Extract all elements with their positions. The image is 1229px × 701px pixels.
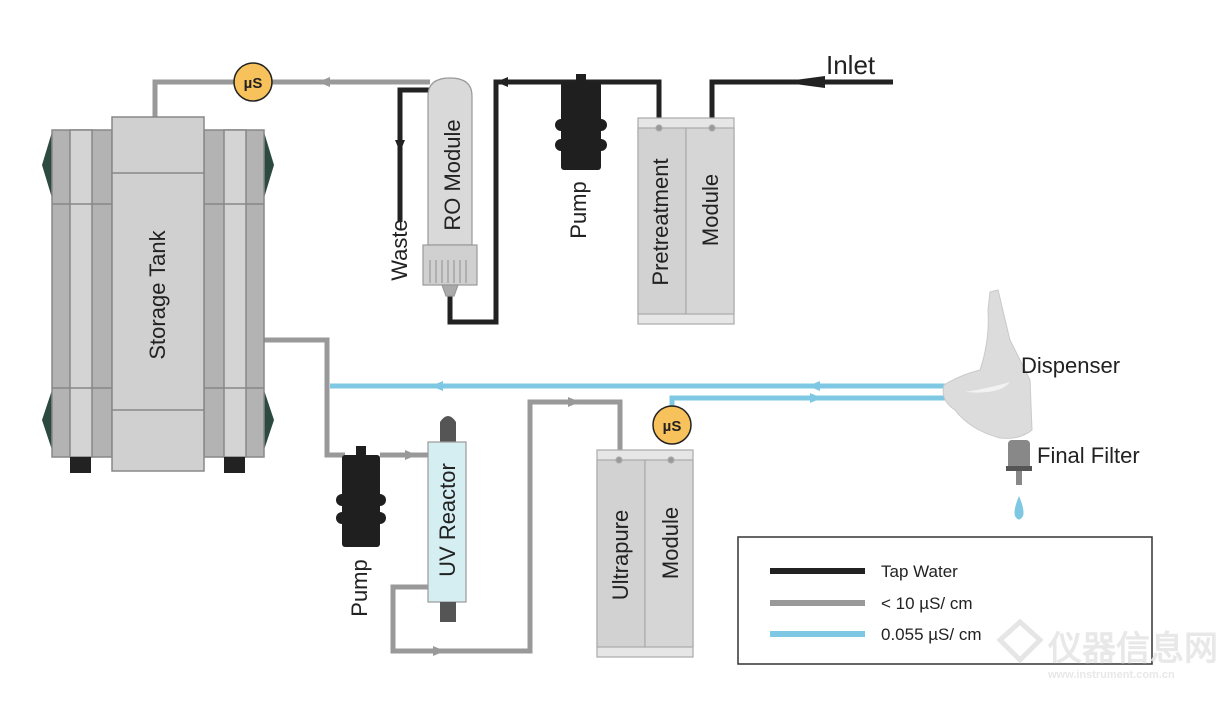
- inlet-label: Inlet: [826, 50, 876, 80]
- ultrapure-water-pipes: [330, 383, 945, 425]
- ro-module-label: RO Module: [440, 119, 465, 230]
- final-filter-label: Final Filter: [1037, 443, 1140, 468]
- arrow-icon: [496, 77, 508, 87]
- arrow-icon: [808, 381, 820, 391]
- tank-foot: [70, 457, 91, 473]
- ro-water-pipes: [152, 79, 623, 654]
- pretreat-to-ro-pipe: [447, 79, 662, 325]
- uv-reactor-label: UV Reactor: [435, 463, 460, 577]
- arrow-icon: [395, 140, 405, 152]
- ultrapure-module: [596, 449, 694, 658]
- arrow-icon: [810, 393, 822, 403]
- ro-to-tank-pipe: [152, 79, 430, 118]
- tank-to-pump-pipe: [264, 337, 345, 458]
- tank-handle-icon: [42, 390, 52, 450]
- legend-label-ultrapure-water: 0.055 µS/ cm: [881, 625, 982, 644]
- arrow-icon: [433, 646, 445, 656]
- tank-foot: [224, 457, 245, 473]
- pump-top-label: Pump: [566, 181, 591, 238]
- conductivity-meter: µS: [233, 62, 273, 102]
- tank-handle-icon: [264, 132, 274, 198]
- legend: Tap Water < 10 µS/ cm 0.055 µS/ cm: [737, 536, 1153, 665]
- ultrapure-to-dispenser-pipe: [669, 395, 945, 425]
- tank-handle-icon: [42, 132, 52, 198]
- legend-label-ro-water: < 10 µS/ cm: [881, 594, 973, 613]
- watermark: 仪器信息网 www.instrument.com.cn: [996, 618, 1218, 681]
- svg-text:www.instrument.com.cn: www.instrument.com.cn: [1047, 669, 1175, 681]
- arrow-icon: [405, 450, 417, 460]
- storage-tank-label: Storage Tank: [145, 229, 170, 359]
- arrow-icon: [568, 397, 580, 407]
- dispenser: [942, 289, 1033, 520]
- svg-text:µS: µS: [244, 75, 263, 92]
- pretreatment-module-label: Module: [698, 174, 723, 246]
- pump-bottom: [336, 446, 386, 547]
- tap-water-pipes: [397, 79, 893, 325]
- legend-label-tap-water: Tap Water: [881, 562, 958, 581]
- arrow-icon: [318, 77, 330, 87]
- inlet-arrow-icon: [780, 76, 825, 88]
- pump-bottom-label: Pump: [347, 559, 372, 616]
- pump-top: [555, 74, 607, 170]
- uv-to-ultrapure-pipe: [390, 399, 623, 654]
- conductivity-meter: µS: [652, 405, 692, 445]
- water-drop-icon: [1014, 496, 1024, 520]
- svg-text:µS: µS: [663, 418, 682, 435]
- pretreatment-label: Pretreatment: [648, 158, 673, 285]
- waste-label: Waste: [387, 219, 412, 281]
- ultrapure-label: Ultrapure: [608, 510, 633, 600]
- ro-module: [422, 77, 478, 297]
- watermark-logo-icon: [996, 618, 1044, 664]
- svg-text:仪器信息网: 仪器信息网: [1047, 629, 1218, 668]
- storage-tank: [42, 116, 274, 473]
- ultrapure-module-label: Module: [658, 507, 683, 579]
- uv-reactor: [427, 416, 467, 622]
- dispenser-label: Dispenser: [1021, 353, 1120, 378]
- pretreatment-module: [637, 117, 735, 325]
- inlet-pipe: [709, 79, 893, 120]
- tank-handle-icon: [264, 390, 274, 450]
- waste-pipe: [397, 87, 430, 222]
- arrow-icon: [431, 381, 443, 391]
